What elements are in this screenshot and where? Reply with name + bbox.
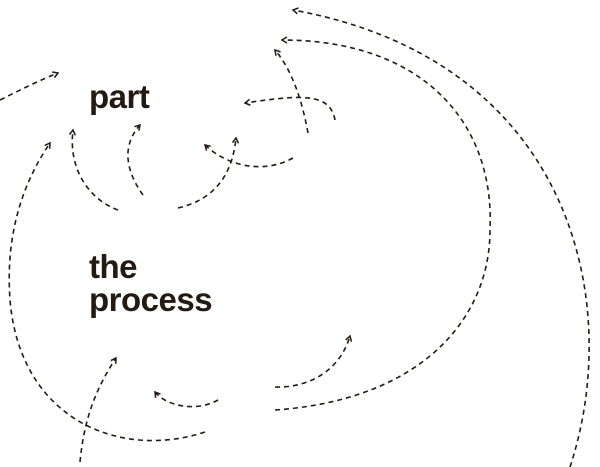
- arrow-right-of-part: [177, 136, 240, 209]
- arrow-outer-right-arc: [291, 7, 590, 467]
- arrow-large-right-loop: [274, 36, 491, 411]
- arrow-left-small-arc: [68, 128, 119, 211]
- label-part: part: [89, 78, 150, 115]
- arrow-upper-middle: [243, 96, 336, 121]
- arrow-lower-middle: [154, 390, 219, 408]
- arrow-big-left-arc: [8, 141, 206, 442]
- arrow-upper-arc: [274, 48, 309, 134]
- arrow-bottom-left: [79, 356, 117, 463]
- label-the: the: [89, 248, 138, 285]
- label-the-process: the process: [89, 248, 213, 318]
- label-process: process: [89, 281, 213, 318]
- arrow-top-left: [0, 71, 60, 101]
- arrow-lower-right: [274, 334, 353, 388]
- arrow-crossing: [203, 143, 294, 168]
- arrow-under-part: [127, 123, 144, 196]
